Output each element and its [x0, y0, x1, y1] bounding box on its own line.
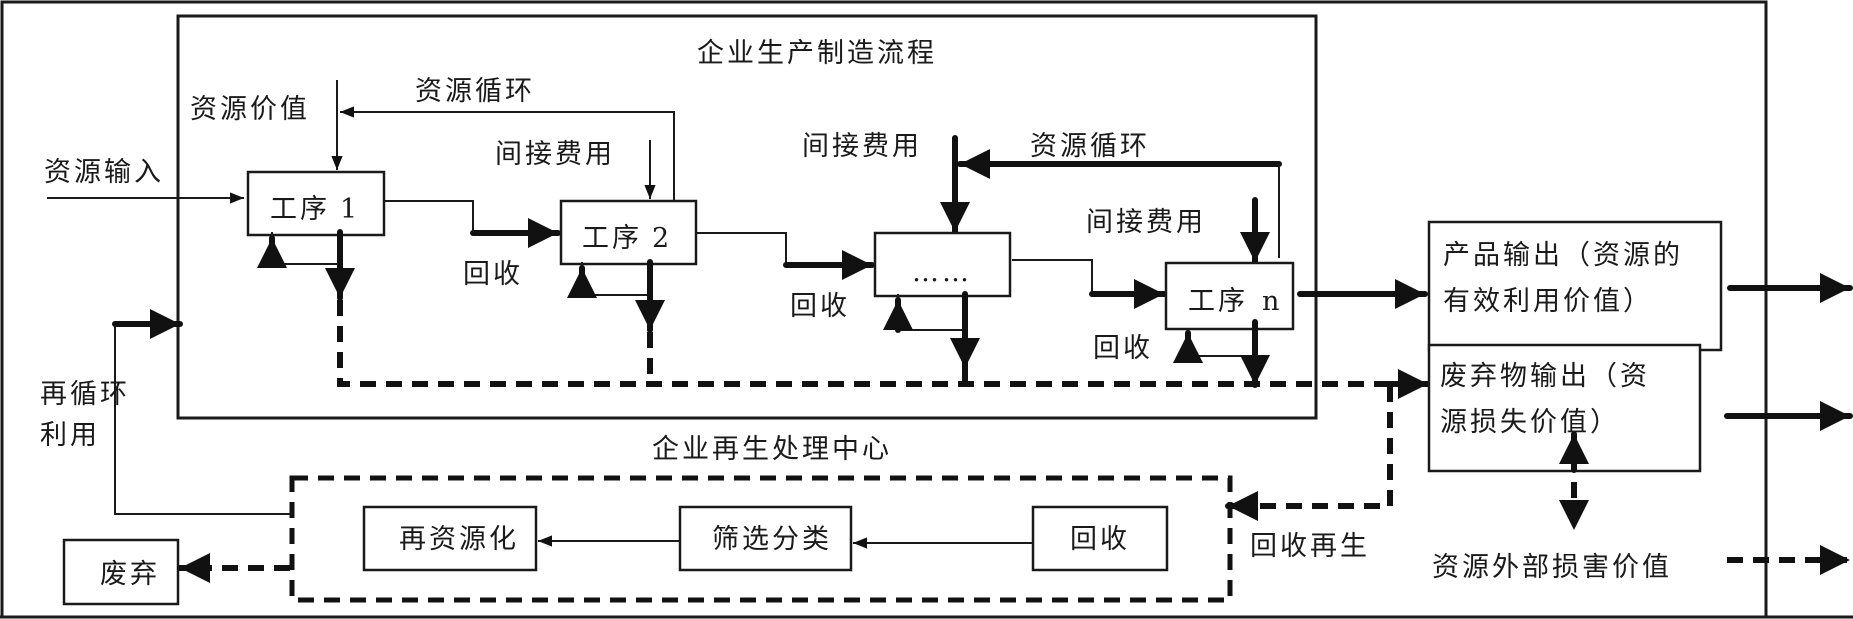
recycle-center-frame	[289, 475, 1233, 603]
connector-1-2	[384, 200, 474, 233]
recycle-node-reresource[interactable]: 再资源化	[362, 505, 538, 572]
recycle-node-reresource-label: 再资源化	[399, 524, 519, 555]
process-node-2[interactable]: 工序 2	[559, 199, 698, 266]
waste-collector-dashed	[337, 300, 1390, 387]
recycle-node-recover[interactable]: 回收	[1031, 505, 1169, 572]
arrow-recover-regenerate	[1235, 386, 1393, 509]
product-output-line1: 产品输出（资源的	[1443, 240, 1683, 271]
label-external-damage-value: 资源外部损害价值	[1432, 552, 1672, 583]
node2-feedback-loop	[581, 262, 650, 296]
label-resource-input: 资源输入	[44, 157, 164, 188]
discard-box[interactable]: 废弃	[62, 538, 180, 606]
label-indirect-cost-1: 间接费用	[495, 139, 615, 170]
waste-output-box[interactable]: 废弃物输出（资 源损失价值）	[1427, 343, 1702, 473]
label-recycle-reuse-line2: 利用	[40, 420, 100, 451]
process-node-n-label: 工序	[1188, 286, 1248, 317]
node3-feedback-loop	[897, 294, 965, 331]
label-recover-3: 回收	[1093, 333, 1153, 364]
process-node-n[interactable]: 工序 n	[1164, 261, 1295, 331]
label-indirect-cost-2: 间接费用	[802, 131, 922, 162]
label-recover-2: 回收	[790, 291, 850, 322]
node1-feedback-loop	[271, 232, 340, 265]
production-process-title: 企业生产制造流程	[697, 38, 937, 69]
recycle-center-title: 企业再生处理中心	[652, 434, 892, 465]
label-recover-regenerate: 回收再生	[1250, 531, 1370, 562]
label-resource-cycle-1: 资源循环	[415, 76, 535, 107]
noden-feedback-loop	[1187, 328, 1255, 357]
recycle-reuse-path	[114, 324, 292, 515]
recycle-node-sort-label: 筛选分类	[712, 524, 832, 555]
waste-output-line2: 源损失价值）	[1440, 407, 1620, 438]
svg-text:工序2: 工序 2	[582, 223, 672, 254]
connector-2-3	[696, 232, 787, 265]
process-node-2-label: 工序	[582, 223, 642, 254]
label-recycle-reuse-line1: 再循环	[40, 379, 130, 410]
process-node-intermediate-label: ……	[912, 257, 972, 288]
product-output-line2: 有效利用价值）	[1443, 286, 1653, 317]
process-node-intermediate[interactable]: ……	[873, 231, 1012, 298]
recycle-node-sort[interactable]: 筛选分类	[678, 505, 853, 572]
product-output-box[interactable]: 产品输出（资源的 有效利用价值）	[1427, 220, 1723, 352]
arrow-resource-cycle-1	[340, 106, 675, 205]
process-node-2-number: 2	[652, 223, 672, 254]
waste-output-line1: 废弃物输出（资	[1440, 361, 1650, 392]
svg-text:工序n: 工序 n	[1188, 286, 1282, 317]
process-node-1-label: 工序	[270, 194, 330, 225]
label-resource-cycle-2: 资源循环	[1030, 131, 1150, 162]
production-process-frame	[176, 14, 1318, 420]
label-resource-value: 资源价值	[190, 94, 310, 125]
label-recover-1: 回收	[463, 259, 523, 290]
svg-text:工序1: 工序 1	[270, 194, 360, 225]
label-indirect-cost-3: 间接费用	[1086, 207, 1206, 238]
recycle-node-recover-label: 回收	[1070, 524, 1130, 555]
discard-label: 废弃	[100, 559, 160, 590]
connector-3-n	[1012, 259, 1093, 294]
process-node-1[interactable]: 工序 1	[246, 170, 386, 237]
process-node-1-number: 1	[340, 194, 360, 225]
process-node-n-number: n	[1262, 286, 1282, 317]
